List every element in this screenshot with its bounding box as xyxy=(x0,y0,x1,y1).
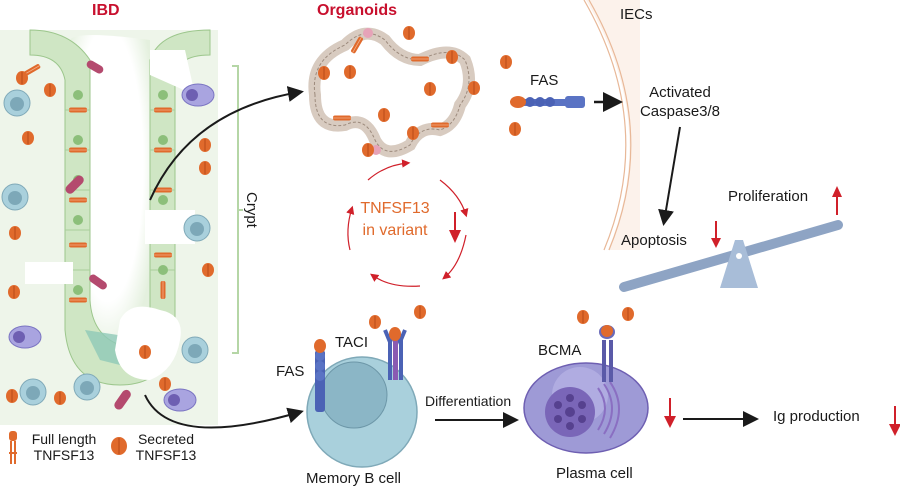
plasma-cell-label: Plasma cell xyxy=(556,465,633,482)
seesaw xyxy=(619,220,843,292)
organoids-title: Organoids xyxy=(317,2,398,19)
fas-receptor-iec xyxy=(499,54,585,137)
full-length-tnfsf13-icon xyxy=(9,431,17,464)
cycle-text-line1: TNFSF13 xyxy=(360,200,430,217)
cycle-text-line2: in variant xyxy=(362,222,428,239)
legend-secreted-line2: TNFSF13 xyxy=(135,447,197,463)
taci-label: TACI xyxy=(335,334,369,351)
legend-full-length-line1: Full length xyxy=(31,431,97,447)
plasma-cell xyxy=(523,306,649,454)
crypt-label: Crypt xyxy=(243,192,260,228)
caspase-label: Caspase3/8 xyxy=(639,103,721,120)
iecs-label: IECs xyxy=(620,6,653,23)
apoptosis-label: Apoptosis xyxy=(621,232,687,249)
proliferation-label: Proliferation xyxy=(728,188,809,205)
activated-label: Activated xyxy=(649,84,711,101)
secreted-tnfsf13-icon xyxy=(111,437,127,455)
legend-full-length-line2: TNFSF13 xyxy=(33,447,95,463)
differentiation-label: Differentiation xyxy=(425,393,512,409)
fas-label-b-cell: FAS xyxy=(276,363,305,380)
arrow-to-memory-b xyxy=(144,394,304,429)
memory-b-cell-label: Memory B cell xyxy=(306,470,402,487)
iec-cell xyxy=(583,0,640,251)
ibd-tissue xyxy=(0,29,243,425)
arrow-to-apoptosis xyxy=(658,126,681,226)
legend-secreted-line1: Secreted xyxy=(137,431,195,447)
organoid xyxy=(308,25,481,158)
memory-b-cell xyxy=(306,304,427,468)
bcma-label: BCMA xyxy=(538,342,582,359)
cycle-arrows xyxy=(346,159,469,287)
ibd-title: IBD xyxy=(92,2,120,19)
arrow-to-organoids xyxy=(149,86,304,201)
fas-label-iec: FAS xyxy=(530,72,559,89)
ig-production-label: Ig production xyxy=(773,408,860,425)
